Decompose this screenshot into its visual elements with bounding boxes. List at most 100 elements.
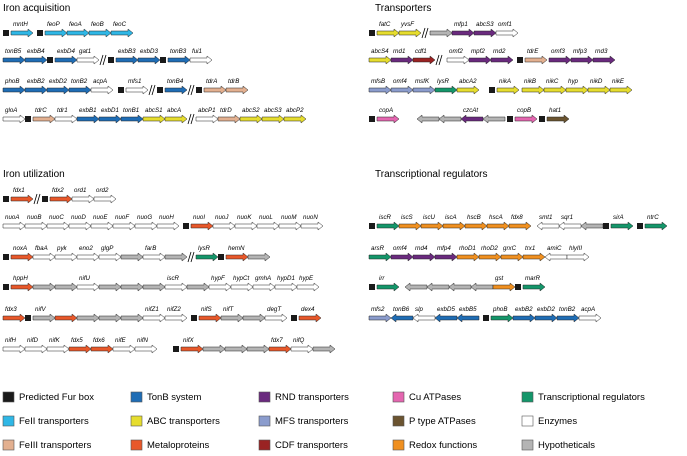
gene-arrow xyxy=(134,344,158,354)
gene-arrow xyxy=(189,55,213,65)
gene-arrow xyxy=(98,114,122,124)
gene-label: sqr1 xyxy=(561,214,573,221)
fur-box-icon xyxy=(218,254,224,260)
gene-label: exbB1 xyxy=(79,107,97,114)
gene-arrow xyxy=(32,114,56,124)
gene-arrow xyxy=(120,313,144,323)
gene-arrow xyxy=(398,28,422,38)
gene-label: noxA xyxy=(13,245,27,252)
gene-arrow xyxy=(2,114,26,124)
gene-label: nifV xyxy=(35,306,47,313)
gene-arrow xyxy=(76,313,100,323)
gene-label: marR xyxy=(525,275,541,282)
gene-label: mfp4 xyxy=(437,245,451,252)
gene-label: rnd4 xyxy=(415,245,428,252)
gene-label: omf4 xyxy=(393,78,407,85)
fur-box-icon xyxy=(157,87,163,93)
gene-arrow xyxy=(208,282,232,292)
gene-label: rhoD2 xyxy=(481,245,498,252)
fur-box-icon xyxy=(3,196,9,202)
gene-label: exbB2 xyxy=(515,306,533,313)
fur-box-icon xyxy=(3,254,9,260)
legend-swatch xyxy=(258,415,271,427)
gene-label: fdx5 xyxy=(71,337,83,344)
legend-item-mfs: MFS transporters xyxy=(258,415,349,427)
gap-break-icon xyxy=(421,27,429,39)
fur-box-icon xyxy=(160,57,166,63)
gene-arrow xyxy=(456,252,480,262)
legend-item-hyp: Hypotheticals xyxy=(521,439,595,451)
gene-label: abcS3 xyxy=(476,21,494,28)
gene-label: slp xyxy=(415,306,423,313)
legend-item-cdf: CDF transporters xyxy=(258,439,348,451)
gene-arrow xyxy=(300,221,324,231)
gene-arrow xyxy=(268,344,292,354)
gene-arrow xyxy=(512,313,536,323)
gene-label: abcS3 xyxy=(264,107,282,114)
legend-label: MFS transporters xyxy=(275,416,349,427)
gene-label: nuoM xyxy=(281,214,297,221)
gene-label: tonB1 xyxy=(123,107,139,114)
gene-label: omf1 xyxy=(498,21,512,28)
gene-arrow xyxy=(496,85,520,95)
gene-arrow xyxy=(115,55,139,65)
gene-label: nuoH xyxy=(159,214,174,221)
gene-label: tdrD xyxy=(220,107,232,114)
gene-arrow xyxy=(451,28,475,38)
gene-arrow xyxy=(68,85,92,95)
gene-label: tonB4 xyxy=(167,78,184,85)
gene-label: tonB2 xyxy=(559,306,576,313)
fur-box-icon xyxy=(603,223,609,229)
gene-arrow xyxy=(44,28,68,38)
gene-label: tonB6 xyxy=(393,306,410,313)
gene-arrow xyxy=(98,252,122,262)
gene-arrow xyxy=(426,282,450,292)
gene-label: yvsF xyxy=(400,21,415,28)
gene-arrow xyxy=(134,221,158,231)
gene-arrow xyxy=(580,221,604,231)
gene-arrow xyxy=(2,55,26,65)
gene-arrow xyxy=(164,282,188,292)
gene-arrow xyxy=(46,85,70,95)
gene-label: nifX xyxy=(183,337,195,344)
gene-label: exbD4 xyxy=(57,48,75,55)
gene-label: copB xyxy=(517,107,531,114)
gene-arrow xyxy=(217,114,241,124)
gene-arrow xyxy=(71,194,95,204)
gene-label: amiC xyxy=(547,245,562,252)
legend-swatch xyxy=(2,439,15,451)
gene-arrow xyxy=(2,85,26,95)
gene-label: iscS xyxy=(401,214,414,221)
gene-arrow xyxy=(456,313,480,323)
gene-label: iscA xyxy=(445,214,457,221)
gene-arrow xyxy=(398,221,422,231)
legend-item-redox: Redox functions xyxy=(392,439,477,451)
gene-label: tdrE xyxy=(527,48,539,55)
gene-arrow xyxy=(239,114,263,124)
fur-box-icon xyxy=(191,315,197,321)
fur-box-icon xyxy=(108,57,114,63)
fur-box-icon xyxy=(483,315,489,321)
legend-label: Hypotheticals xyxy=(538,440,595,451)
gene-arrow xyxy=(390,85,414,95)
legend-swatch xyxy=(130,415,143,427)
gene-label: fbaA xyxy=(35,245,48,252)
gene-arrow xyxy=(490,313,514,323)
gene-arrow xyxy=(142,114,166,124)
gene-arrow xyxy=(578,313,602,323)
gene-label: nuoA xyxy=(5,214,19,221)
gene-arrow xyxy=(90,344,114,354)
gene-arrow xyxy=(460,114,484,124)
legend-item-fe3: FeIII transporters xyxy=(2,439,92,451)
gene-arrow xyxy=(283,114,307,124)
gene-label: omf3 xyxy=(551,48,565,55)
fur-box-icon xyxy=(369,223,375,229)
gene-label: fui1 xyxy=(192,48,202,55)
gene-label: dex4 xyxy=(301,306,315,313)
